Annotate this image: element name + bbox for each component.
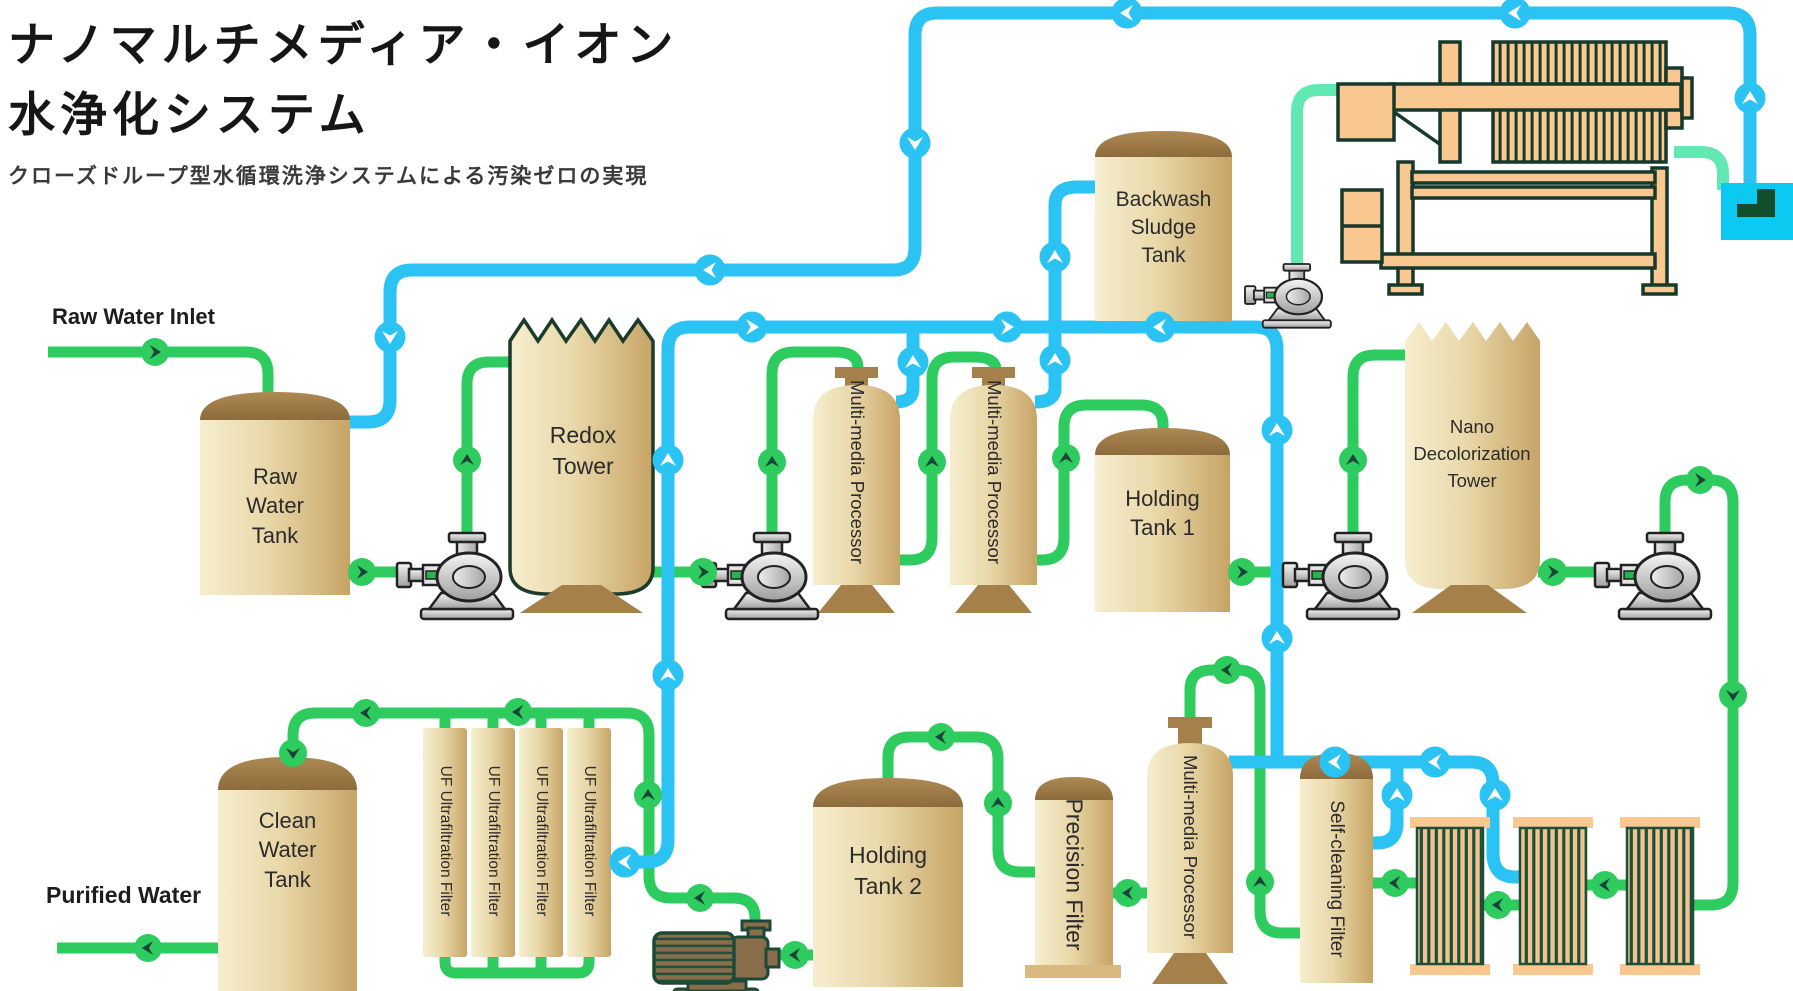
raw-water-tank — [200, 392, 350, 595]
flow-arrow-green-icon — [1052, 444, 1080, 472]
flow-arrow-green-icon — [1246, 868, 1274, 896]
flow-arrow-green-icon — [984, 789, 1012, 817]
cartridge-filters — [1410, 817, 1700, 975]
multimedia-processor-2 — [950, 367, 1037, 613]
flow-arrow-blue-icon — [736, 311, 768, 343]
uf-filter-3-label: UF Ultrafiltration Filter — [533, 765, 550, 917]
flow-arrow-blue-icon — [374, 321, 406, 353]
backwash-sludge-tank-label: Backwash Sludge Tank — [1115, 188, 1212, 267]
flow-arrow-blue-icon — [1261, 414, 1293, 446]
filter-press — [1336, 40, 1694, 296]
flow-arrow-blue-icon — [1039, 241, 1071, 273]
precision-filter-label: Precision Filter — [1061, 798, 1088, 951]
redox-tower — [508, 316, 655, 613]
multimedia-processor-3-label: Multi-media Processor — [1180, 754, 1201, 940]
page-subtitle: クローズドループ型水循環洗浄システムによる汚染ゼロの実現 — [8, 165, 649, 188]
flow-arrow-green-icon — [1539, 558, 1567, 586]
flow-arrow-green-icon — [1686, 466, 1714, 494]
flow-arrow-blue-icon — [1261, 622, 1293, 654]
multimedia-processor-2-label: Multi-media Processor — [984, 379, 1005, 565]
flow-arrow-blue-icon — [1734, 82, 1766, 114]
flow-arrow-blue-icon — [1111, 0, 1143, 29]
flow-arrow-green-icon — [1591, 871, 1619, 899]
flow-arrow-green-icon — [634, 781, 662, 809]
flow-arrow-blue-icon — [1144, 311, 1176, 343]
pump-nano-tower — [1593, 531, 1713, 621]
flow-arrow-blue-icon — [652, 444, 684, 476]
flow-arrow-green-icon — [134, 934, 162, 962]
raw-water-inlet-label: Raw Water Inlet — [52, 304, 215, 329]
multimedia-processor-3 — [1147, 717, 1233, 984]
pump-redox-outlet — [700, 531, 820, 621]
flow-arrow-blue-icon — [1039, 344, 1071, 376]
raw-water-tank-label: Raw Water Tank — [246, 464, 304, 548]
flow-arrow-blue-icon — [899, 127, 931, 159]
flow-arrow-green-icon — [1339, 446, 1367, 474]
flow-arrow-green-icon — [1228, 558, 1256, 586]
flow-arrow-blue-icon — [1419, 746, 1451, 778]
pump-holding-tank-1 — [1281, 531, 1401, 621]
uf-ultrafiltration-filters — [423, 728, 611, 957]
flow-arrow-green-icon — [1114, 879, 1142, 907]
nano-decolorization-tower — [1405, 322, 1540, 613]
flow-arrow-green-icon — [927, 723, 955, 751]
precision-filter — [1025, 777, 1121, 978]
purified-water-label: Purified Water — [46, 882, 202, 908]
flow-arrow-green-icon — [1213, 656, 1241, 684]
flow-arrow-green-icon — [141, 338, 169, 366]
flow-arrow-blue-icon — [991, 311, 1023, 343]
flow-arrow-green-icon — [279, 739, 307, 767]
flow-arrow-green-icon — [352, 699, 380, 727]
holding-tank-1 — [1095, 428, 1230, 612]
holding-tank-1-label: Holding Tank 1 — [1125, 486, 1200, 541]
nano-tower-label: Nano Decolorization Tower — [1413, 416, 1531, 491]
page-title-line2: 水浄化システム — [8, 88, 371, 141]
flow-arrow-green-icon — [918, 448, 946, 476]
flow-arrow-green-icon — [348, 558, 376, 586]
clean-water-tank-label: Clean Water Tank — [258, 808, 317, 892]
pump-holding-tank-2 — [652, 919, 781, 991]
flow-arrow-green-icon — [781, 941, 809, 969]
backwash-sludge-tank — [1095, 131, 1232, 321]
redox-tower-label: Redox Tower — [549, 422, 617, 479]
self-cleaning-filter-label: Self-cleaning Filter — [1326, 800, 1347, 958]
pump-raw-water — [395, 531, 515, 621]
uf-filter-2-label: UF Ultrafiltration Filter — [485, 765, 502, 917]
flow-arrow-blue-icon — [1479, 779, 1511, 811]
flow-arrow-blue-icon — [694, 254, 726, 286]
multimedia-processor-1 — [813, 367, 900, 613]
flow-arrow-green-icon — [758, 448, 786, 476]
uf-filter-4-label: UF Ultrafiltration Filter — [581, 765, 598, 917]
filtrate-basin — [1721, 183, 1793, 240]
flow-arrow-blue-icon — [897, 346, 929, 378]
flow-arrow-blue-icon — [609, 846, 641, 878]
flow-arrow-green-icon — [686, 884, 714, 912]
holding-tank-2-label: Holding Tank 2 — [849, 842, 927, 899]
flow-arrow-blue-icon — [1319, 746, 1351, 778]
clean-water-tank — [218, 757, 357, 991]
flow-arrow-blue-icon — [1499, 0, 1531, 29]
holding-tank-2 — [813, 778, 963, 987]
multimedia-processor-1-label: Multi-media Processor — [847, 379, 868, 565]
pipe-mint-sludge-lines — [1291, 84, 1729, 266]
pump-sludge — [1243, 262, 1332, 329]
uf-filter-1-label: UF Ultrafiltration Filter — [437, 765, 454, 917]
flow-arrow-blue-icon — [1381, 779, 1413, 811]
flow-arrow-green-icon — [689, 558, 717, 586]
flow-arrow-green-icon — [1381, 869, 1409, 897]
flow-arrow-green-icon — [1719, 681, 1747, 709]
flow-arrow-green-icon — [1484, 891, 1512, 919]
flow-arrow-green-icon — [453, 446, 481, 474]
flow-arrow-blue-icon — [652, 659, 684, 691]
flow-arrow-green-icon — [504, 698, 532, 726]
page-title-line1: ナノマルチメディア・イオン — [8, 18, 679, 71]
pipe-blue-backwash-lines — [344, 6, 1757, 884]
